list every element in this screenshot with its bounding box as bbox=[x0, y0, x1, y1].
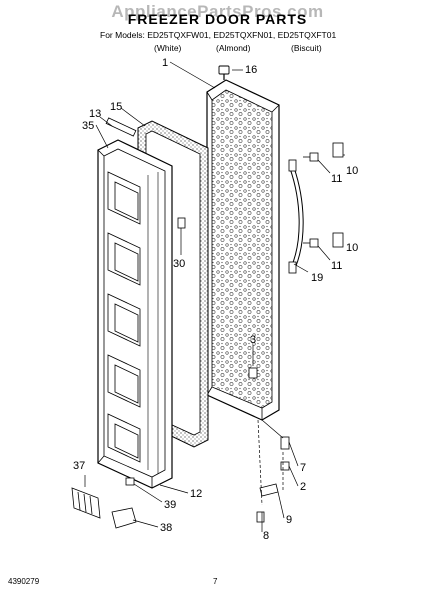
callout-16: 16 bbox=[245, 64, 257, 76]
callout-7: 7 bbox=[300, 462, 306, 474]
callout-12: 12 bbox=[190, 488, 202, 500]
handle-screws-caps bbox=[303, 142, 344, 248]
page-title: FREEZER DOOR PARTS bbox=[127, 11, 308, 27]
color-white: (White) bbox=[154, 43, 182, 53]
watermark: AppliancePartsPros.com bbox=[111, 2, 324, 21]
model-list: For Models: ED25TQXFW01, ED25TQXFN01, ED… bbox=[100, 30, 336, 41]
callout-9: 9 bbox=[286, 514, 292, 526]
document-number: 4390279 bbox=[8, 577, 40, 586]
outer-door-panel bbox=[206, 79, 280, 421]
inner-door-liner bbox=[97, 139, 173, 489]
models-prefix: For Models: bbox=[100, 30, 145, 40]
door-handle bbox=[288, 159, 304, 274]
callout-10-upper: 10 bbox=[346, 165, 358, 177]
callout-11-lower: 11 bbox=[331, 260, 342, 272]
clip-part bbox=[177, 217, 186, 229]
bottom-bracket bbox=[111, 507, 137, 529]
callout-3: 3 bbox=[250, 334, 256, 346]
top-screw bbox=[218, 65, 230, 80]
hinge-parts bbox=[256, 436, 290, 523]
leader-lines bbox=[84, 61, 345, 532]
callout-38: 38 bbox=[160, 522, 172, 534]
callout-13: 13 bbox=[89, 108, 101, 120]
callout-30: 30 bbox=[173, 258, 185, 270]
models-numbers: ED25TQXFW01, ED25TQXFN01, ED25TQXFT01 bbox=[147, 30, 337, 40]
page-number: 7 bbox=[213, 577, 218, 586]
callout-11-upper: 11 bbox=[331, 173, 342, 185]
callout-2: 2 bbox=[300, 481, 306, 493]
bottom-screw bbox=[125, 477, 135, 486]
bottom-trim-grille bbox=[71, 487, 101, 519]
bracket-part bbox=[248, 367, 258, 379]
callout-1: 1 bbox=[162, 57, 168, 69]
callout-8: 8 bbox=[263, 530, 269, 542]
callout-39: 39 bbox=[164, 499, 176, 511]
callout-37: 37 bbox=[73, 460, 85, 472]
color-biscuit: (Biscuit) bbox=[291, 43, 322, 53]
callout-15: 15 bbox=[110, 101, 122, 113]
callout-10-lower: 10 bbox=[346, 242, 358, 254]
color-almond: (Almond) bbox=[216, 43, 251, 53]
top-trim-strip bbox=[105, 117, 137, 137]
callout-19: 19 bbox=[311, 272, 323, 284]
callout-35: 35 bbox=[82, 120, 94, 132]
